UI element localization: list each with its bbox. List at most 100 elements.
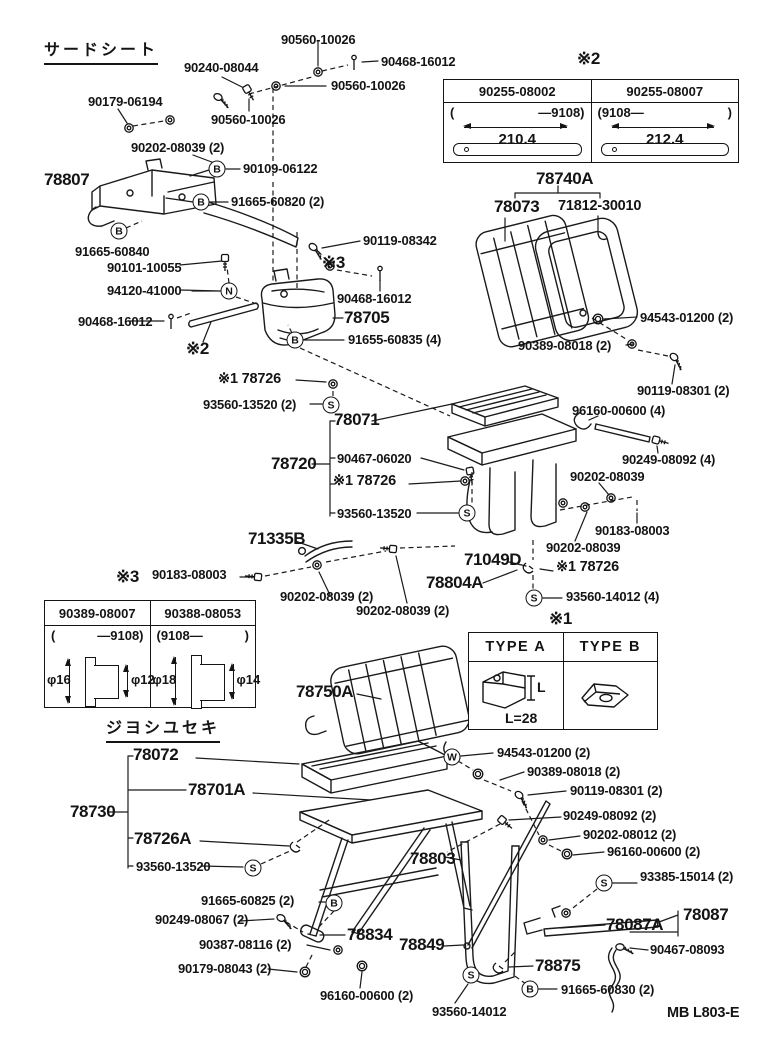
l-dim-label: L (537, 679, 546, 695)
dim-arrow (123, 664, 130, 698)
nut-icon (580, 502, 590, 512)
outer-diameter: φ16 (47, 672, 71, 687)
screw-icon (666, 351, 688, 372)
letter-badge-S: S (458, 504, 476, 522)
part-label: 91665-60840 (75, 244, 150, 259)
washer-icon (472, 768, 484, 780)
type-a-header: TYPE A (485, 639, 547, 655)
nut-icon (538, 835, 548, 845)
bolt-icon (379, 543, 398, 554)
part-label: 90109-06122 (243, 161, 318, 176)
part-label: 90240-08044 (184, 60, 259, 75)
part-label: 78071 (334, 410, 380, 429)
dim-arrow (463, 123, 567, 130)
part-label: 90387-08116 (2) (199, 937, 292, 952)
part-label: 96160-00600 (4) (572, 403, 666, 418)
part-label: ※1 78726 (218, 371, 281, 387)
type-b-cell (562, 662, 658, 729)
letter-badge-B: B (208, 160, 226, 178)
part-label: 78834 (347, 925, 393, 944)
bushing-spec-table: 90389-08007 90388-08053 ( —9108) φ16 φ12… (44, 600, 260, 709)
bolt-icon (220, 253, 230, 272)
letter-badge-B: B (286, 331, 304, 349)
bushing-table-part-left: 90389-08007 (58, 605, 136, 621)
washer-icon (299, 966, 311, 978)
part-label: 90467-08093 (650, 942, 725, 957)
part-label: ※2 (577, 49, 600, 68)
letter-badge-S: S (595, 874, 613, 892)
outer-diameter: φ18 (152, 672, 177, 687)
part-label: 90183-08003 (595, 523, 670, 538)
part-label: 90202-08039 (2) (131, 140, 225, 155)
pin-icon (377, 265, 383, 282)
part-label: 90389-08018 (2) (518, 338, 612, 353)
range-open: ( (450, 105, 455, 120)
bushing-table-cell-right: (9108— ) φ18 φ14 (149, 626, 260, 709)
rod-table-part-left: 90255-08002 (478, 83, 556, 99)
nut-icon (165, 115, 175, 125)
part-label: ※3 (116, 567, 139, 586)
part-label: 78072 (133, 745, 179, 764)
part-label: 78849 (399, 935, 445, 954)
bolt-icon (496, 814, 515, 832)
bushing-table-cell-left: ( —9108) φ16 φ12 (45, 626, 155, 707)
part-label: 90468-16012 (381, 54, 456, 69)
type-a-cell: L L=28 (469, 662, 563, 729)
part-label: 93560-13520 (337, 506, 412, 521)
letter-badge-B: B (192, 193, 210, 211)
part-label: 90119-08342 (363, 233, 437, 248)
type-a-clip-drawing (482, 671, 535, 709)
part-label: 90560-10026 (281, 32, 356, 47)
part-label: 78087 (683, 905, 729, 924)
letter-badge-B: B (521, 980, 539, 998)
part-label: 78720 (271, 454, 317, 473)
range-open: (9108— (597, 105, 644, 120)
dim-arrow (65, 658, 72, 704)
part-label: 90468-16012 (78, 314, 153, 329)
part-label: 90202-08039 (2) (356, 603, 450, 618)
range-open: (9108— (156, 628, 203, 643)
part-label: 78726A (134, 829, 192, 848)
letter-badge-N: N (220, 282, 238, 300)
part-label: ※2 (186, 339, 209, 358)
range-close: —9108) (538, 105, 585, 120)
nut-icon (460, 476, 470, 486)
rod-table-cell-right: (9108— ) 212.4 (590, 103, 739, 162)
bushing-table-part-right: 90388-08053 (149, 601, 256, 625)
washer-icon (561, 848, 573, 860)
parts-line-art (87, 158, 659, 1013)
range-close: ) (244, 628, 249, 643)
nut-icon (561, 908, 571, 918)
letter-badge-S: S (322, 396, 340, 414)
part-label: 78701A (188, 780, 246, 799)
part-label: ※1 78726 (333, 473, 396, 489)
part-label: 71812-30010 (558, 198, 642, 214)
leader-lines (107, 40, 679, 1004)
part-label: 94543-01200 (2) (497, 745, 591, 760)
screw-icon (274, 912, 296, 931)
part-label: 90119-08301 (2) (570, 783, 663, 798)
grommet-icon (313, 67, 323, 77)
part-label: 78087A (606, 915, 664, 934)
letter-badge-W: W (443, 748, 461, 766)
part-label: 91655-60835 (4) (348, 332, 442, 347)
part-label: 91665-60825 (2) (201, 893, 295, 908)
screw-icon (511, 789, 533, 809)
dim-arrow (610, 123, 715, 130)
part-label: 78807 (44, 170, 90, 189)
rod-drawing (453, 143, 582, 156)
part-label: 78073 (494, 197, 540, 216)
grommet-icon (271, 81, 281, 91)
bolt-icon (465, 466, 477, 486)
pin-icon (351, 54, 357, 71)
range-close: —9108) (97, 628, 144, 643)
part-label: 93560-14012 (4) (566, 589, 660, 604)
range-close: ) (727, 105, 732, 120)
part-label: 90468-16012 (337, 291, 412, 306)
part-label: 90202-08039 (2) (280, 589, 374, 604)
part-label: 96160-00600 (2) (320, 988, 414, 1003)
part-label: MB L803-E (667, 1005, 740, 1021)
nut-icon (328, 379, 338, 389)
